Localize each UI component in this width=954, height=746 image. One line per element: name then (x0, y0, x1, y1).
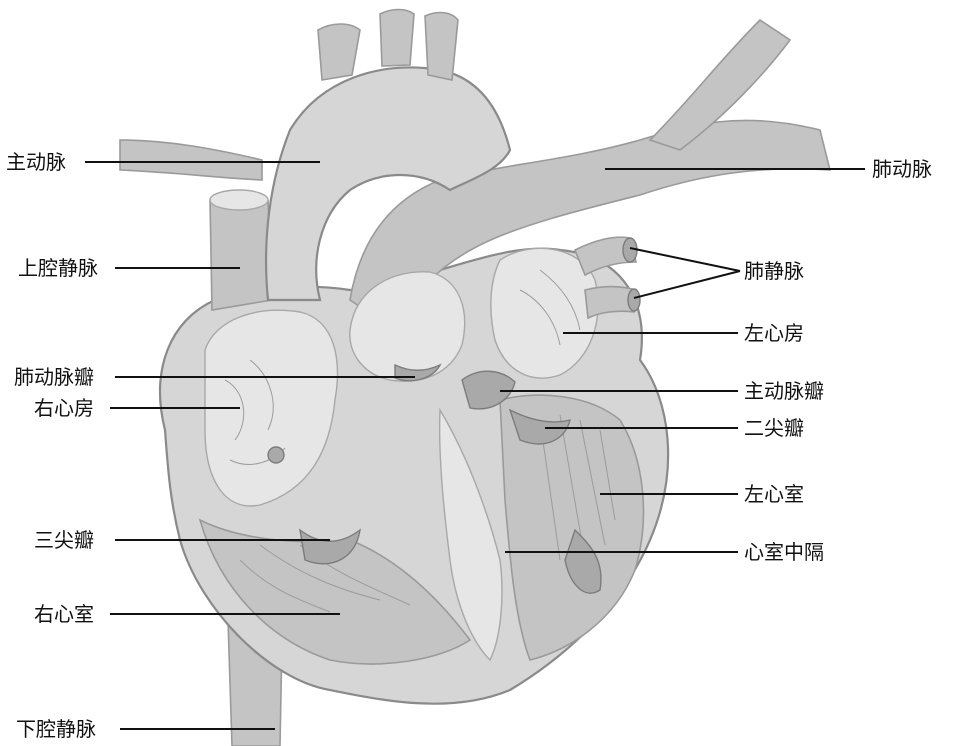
label-left-atrium: 左心房 (744, 321, 804, 345)
leader-pulmonary-vein-lower (634, 271, 740, 298)
aorta-branch-2 (380, 10, 414, 67)
leader-pulmonary-vein-upper (630, 248, 740, 271)
label-aortic-valve: 主动脉瓣 (744, 379, 824, 403)
label-septum: 心室中隔 (744, 540, 824, 564)
aorta-branch-3 (425, 13, 458, 80)
label-inferior-vena-cava: 下腔静脉 (16, 717, 96, 741)
label-right-atrium: 右心房 (34, 396, 94, 420)
label-tricuspid-valve: 三尖瓣 (34, 528, 94, 552)
label-left-ventricle: 左心室 (744, 482, 804, 506)
label-pulmonary-artery: 肺动脉 (872, 157, 932, 181)
label-superior-vena-cava: 上腔静脉 (18, 256, 98, 280)
label-mitral-valve: 二尖瓣 (744, 416, 804, 440)
aorta-branch-1 (318, 24, 360, 80)
pulmonary-vein-lower-opening (628, 289, 640, 311)
coronary-sinus-opening (268, 447, 284, 463)
label-aorta: 主动脉 (6, 150, 66, 174)
pulmonary-artery-branch-left (120, 140, 262, 180)
label-pulmonary-veins: 肺静脉 (744, 259, 804, 283)
label-right-ventricle: 右心室 (34, 602, 94, 626)
svc-opening (210, 190, 268, 210)
label-pulmonary-valve: 肺动脉瓣 (14, 365, 94, 389)
